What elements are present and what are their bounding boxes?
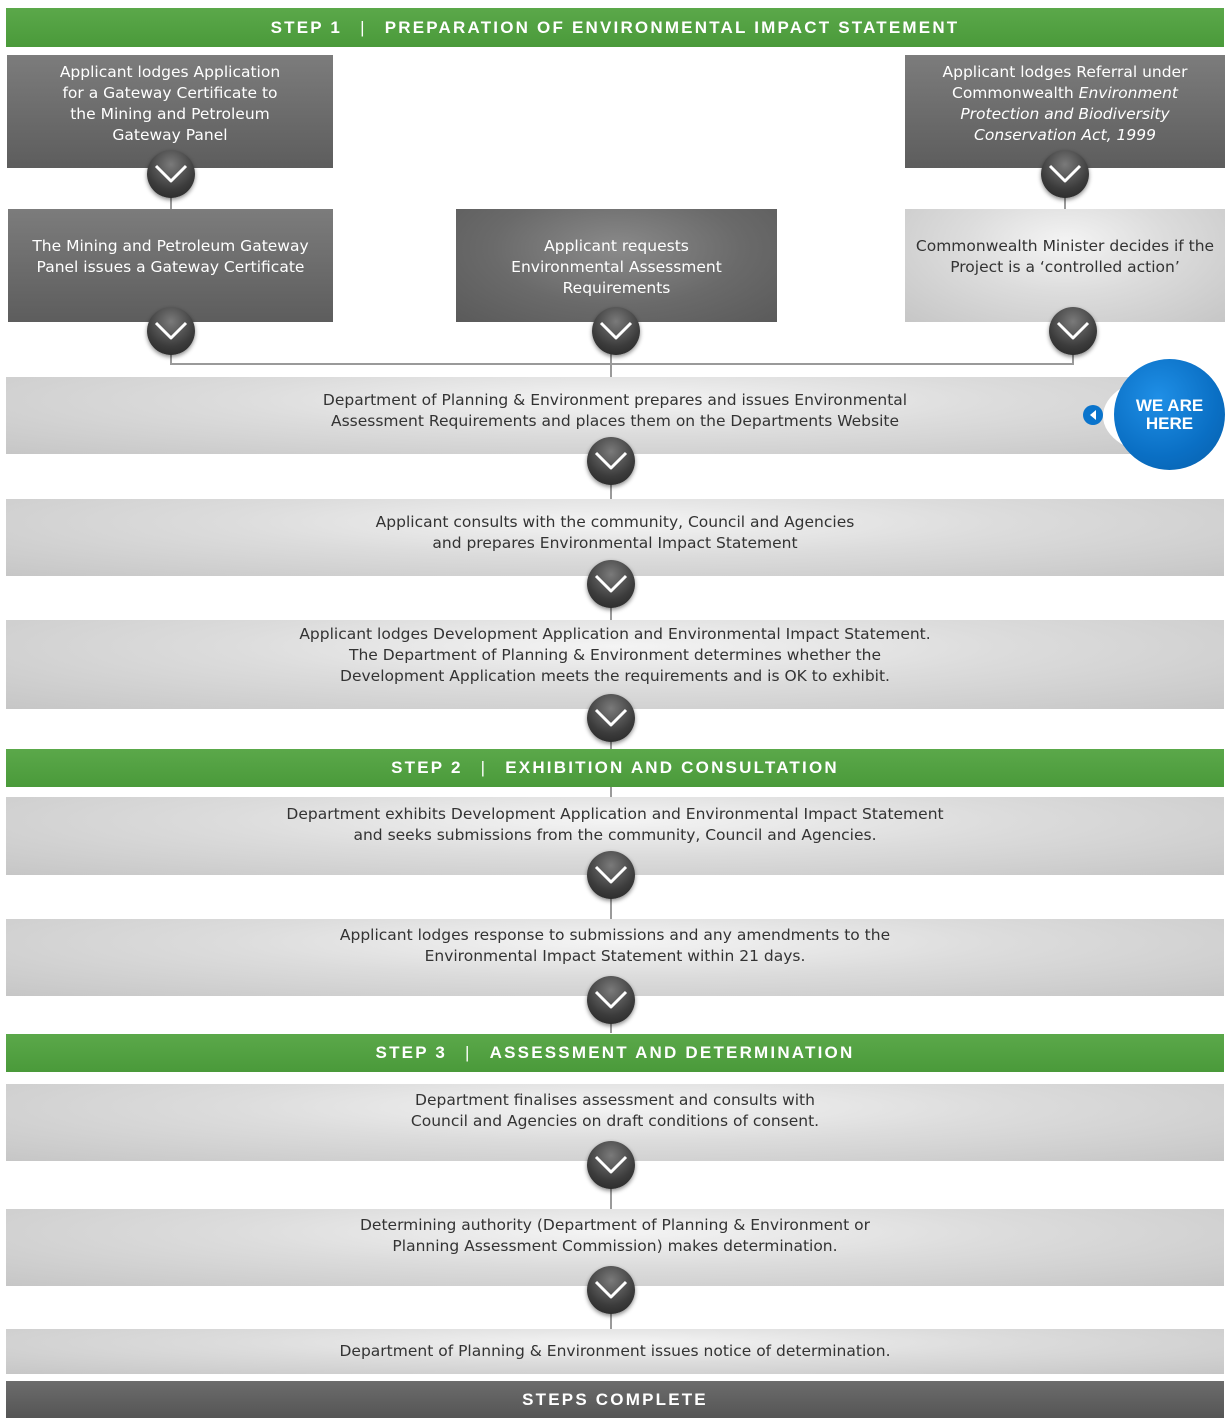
response-box: Applicant lodges response to submissions… <box>6 919 1224 996</box>
box-line: Department of Planning & Environment iss… <box>339 1342 891 1360</box>
box-line: Requirements <box>562 279 671 297</box>
step-title: PREPARATION OF ENVIRONMENTAL IMPACT STAT… <box>384 17 960 37</box>
connector-line <box>170 345 172 365</box>
request-ear-box: Applicant requests Environmental Assessm… <box>456 209 777 322</box>
box-line: for a Gateway Certificate to <box>62 84 278 102</box>
chevron-down-icon <box>1041 150 1089 198</box>
referral-box: Applicant lodges Referral under Commonwe… <box>905 55 1225 168</box>
chevron-down-icon <box>587 1141 635 1189</box>
box-line: the Mining and Petroleum <box>70 105 270 123</box>
box-line: The Department of Planning & Environment… <box>348 646 882 664</box>
act-name: Conservation Act, 1999 <box>974 126 1156 144</box>
complete-label: STEPS COMPLETE <box>522 1389 708 1409</box>
box-line: Gateway Panel <box>112 126 228 144</box>
box-line: Applicant requests <box>544 237 689 255</box>
triangle-left-icon <box>1083 405 1103 425</box>
box-line: Assessment Requirements and places them … <box>330 412 899 430</box>
badge-line: HERE <box>1145 413 1194 433</box>
steps-complete-bar: STEPS COMPLETE <box>6 1381 1224 1418</box>
step-separator: | <box>465 1043 472 1062</box>
box-line: Department of Planning & Environment pre… <box>322 391 908 409</box>
chevron-down-icon <box>147 307 195 355</box>
box-line: and seeks submissions from the community… <box>353 826 877 844</box>
connector-line <box>1072 345 1074 365</box>
box-line: Development Application meets the requir… <box>340 667 890 685</box>
box-line: Applicant consults with the community, C… <box>375 513 855 531</box>
step-title: EXHIBITION AND CONSULTATION <box>505 758 839 777</box>
box-line: Environmental Impact Statement within 21… <box>424 947 806 965</box>
box-line: The Mining and Petroleum Gateway <box>32 237 309 255</box>
badge-line: WE ARE <box>1135 395 1204 415</box>
box-line: Applicant lodges Development Application… <box>299 625 931 643</box>
step-label: STEP 1 <box>270 17 343 37</box>
box-line: Commonwealth Minister decides if the <box>915 237 1215 255</box>
box-line: Determining authority (Department of Pla… <box>360 1216 870 1234</box>
notice-box: Department of Planning & Environment iss… <box>6 1329 1224 1374</box>
box-line: Environmental Assessment <box>511 258 722 276</box>
box-line: Applicant lodges Application <box>59 63 281 81</box>
step-label: STEP 2 <box>391 758 463 777</box>
chevron-down-icon <box>587 437 635 485</box>
box-line: Council and Agencies on draft conditions… <box>410 1112 820 1130</box>
box-line: Panel issues a Gateway Certificate <box>36 258 305 276</box>
box-line: Project is a ‘controlled action’ <box>950 258 1180 276</box>
connector-line <box>610 786 612 798</box>
step-title: ASSESSMENT AND DETERMINATION <box>489 1043 855 1062</box>
step-separator: | <box>360 17 367 37</box>
gateway-certificate-box: The Mining and Petroleum Gateway Panel i… <box>8 209 333 322</box>
box-line: Applicant lodges Referral under <box>942 63 1188 81</box>
act-name: Environment <box>1078 84 1178 102</box>
step-3-header: STEP 3 | ASSESSMENT AND DETERMINATION <box>6 1034 1224 1072</box>
determination-box: Determining authority (Department of Pla… <box>6 1209 1224 1286</box>
box-line: Department exhibits Development Applicat… <box>286 805 944 823</box>
box-line: Applicant lodges response to submissions… <box>339 926 891 944</box>
chevron-down-icon <box>147 150 195 198</box>
act-name: Protection and Biodiversity <box>960 105 1170 123</box>
issue-ear-box: Department of Planning & Environment pre… <box>6 377 1224 454</box>
chevron-down-icon <box>587 694 635 742</box>
box-line: Planning Assessment Commission) makes de… <box>392 1237 838 1255</box>
step-2-header: STEP 2 | EXHIBITION AND CONSULTATION <box>6 749 1224 787</box>
chevron-down-icon <box>587 1266 635 1314</box>
step-label: STEP 3 <box>375 1043 448 1062</box>
step-1-header: STEP 1 | PREPARATION OF ENVIRONMENTAL IM… <box>6 8 1224 47</box>
chevron-down-icon <box>587 976 635 1024</box>
box-line: Department finalises assessment and cons… <box>415 1091 815 1109</box>
chevron-down-icon <box>587 560 635 608</box>
step-separator: | <box>480 758 488 777</box>
chevron-down-icon <box>1049 307 1097 355</box>
box-text: Commonwealth <box>952 84 1079 102</box>
chevron-down-icon <box>587 851 635 899</box>
box-line: and prepares Environmental Impact Statem… <box>432 534 798 552</box>
connector-line <box>170 363 1074 365</box>
chevron-down-icon <box>592 307 640 355</box>
box-line: Commonwealth Environment <box>943 83 1188 104</box>
gateway-application-box: Applicant lodges Application for a Gatew… <box>7 55 333 168</box>
minister-decision-box: Commonwealth Minister decides if the Pro… <box>905 209 1225 322</box>
we-are-here-badge: WE ARE HERE <box>1114 359 1225 470</box>
